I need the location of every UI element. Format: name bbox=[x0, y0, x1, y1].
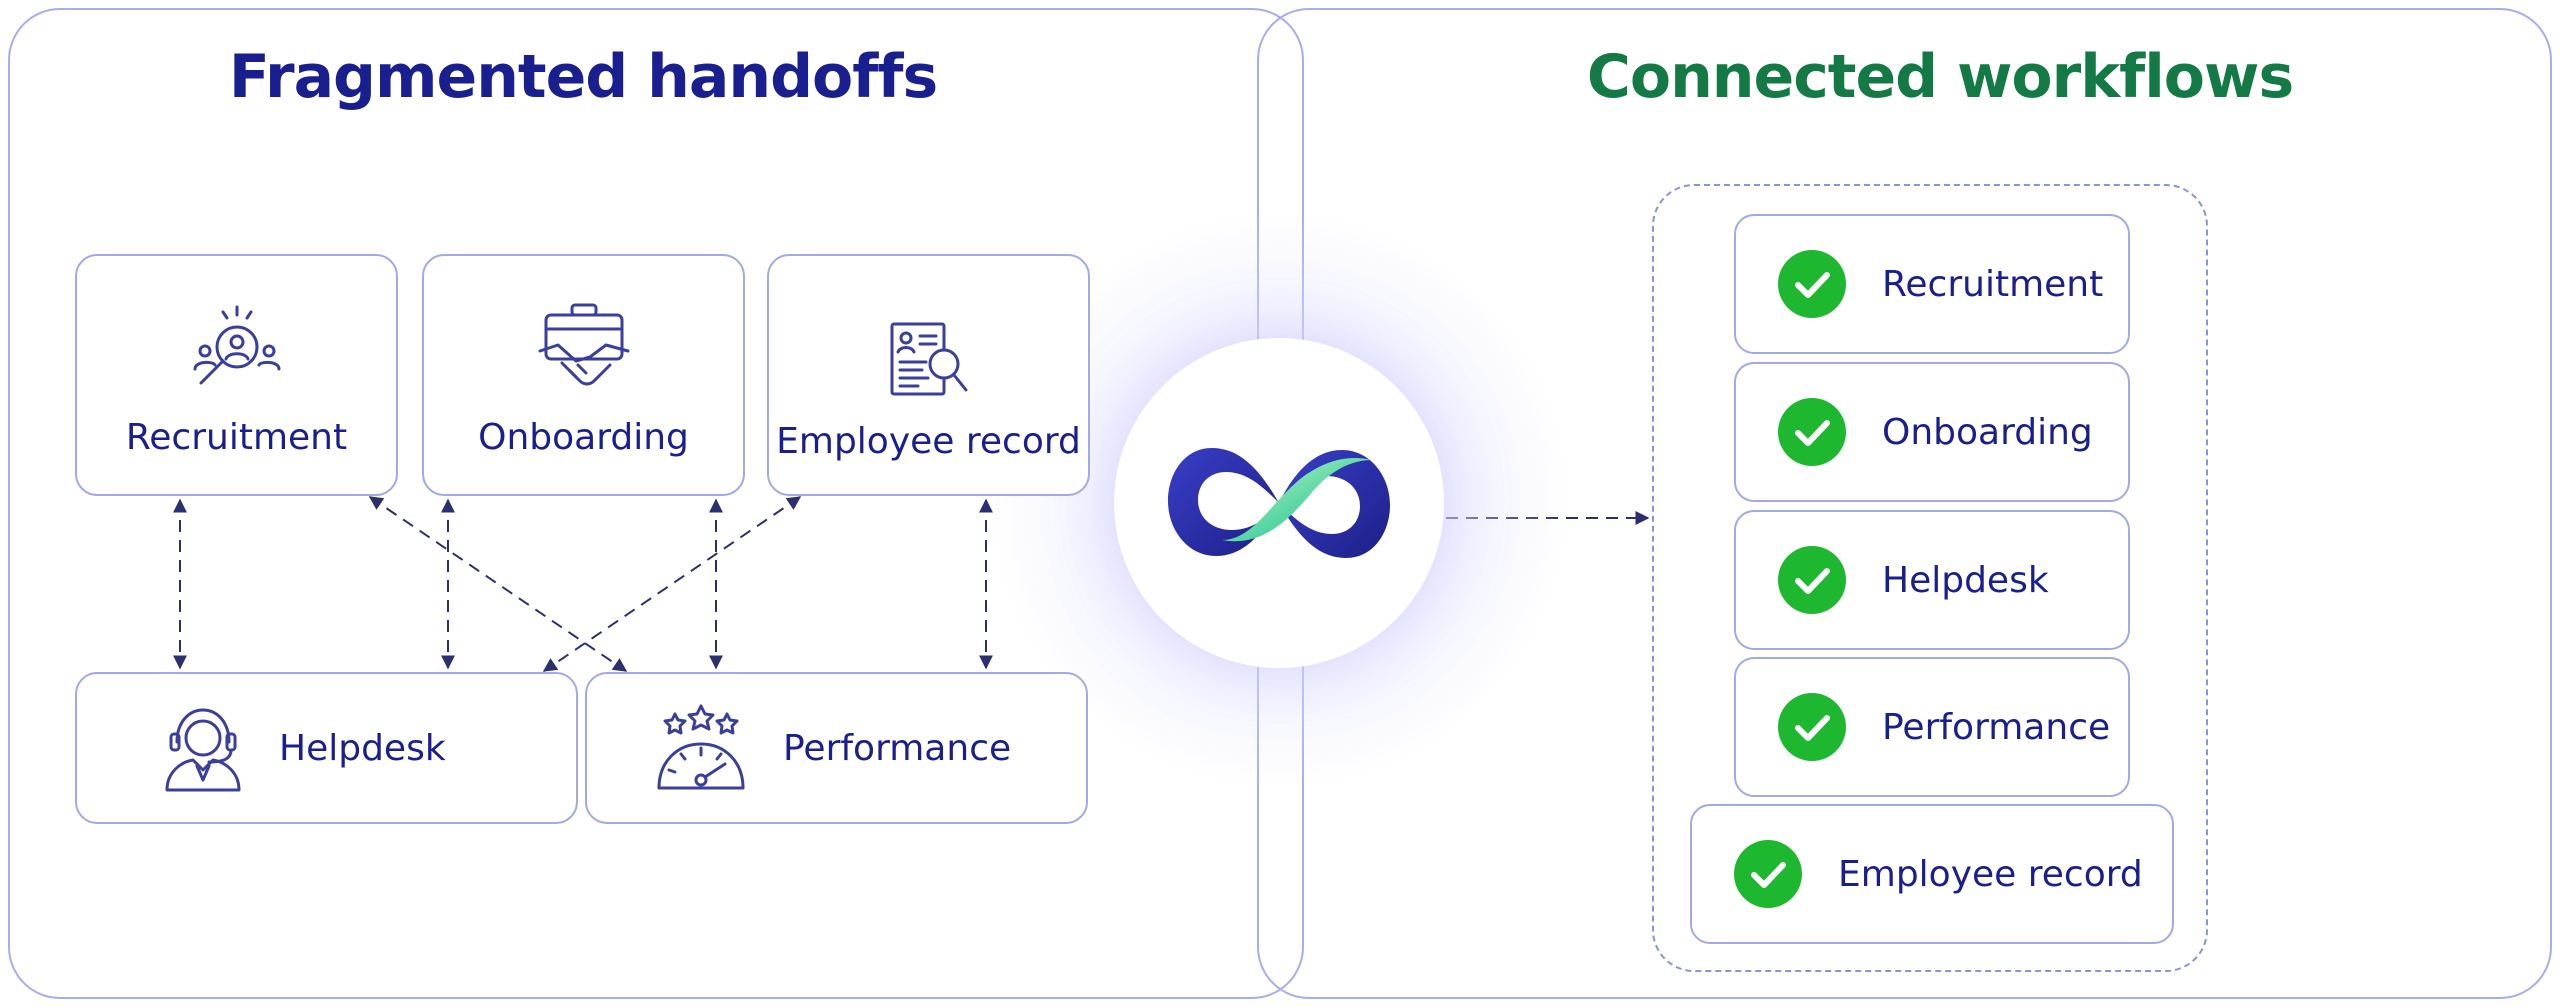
workflow-item: Employee record bbox=[1690, 804, 2174, 944]
link-recruitment-performance bbox=[368, 496, 628, 672]
workflow-item-label: Helpdesk bbox=[1882, 559, 2049, 601]
card-label-employee-record: Employee record bbox=[776, 421, 1081, 462]
card-label-performance: Performance bbox=[783, 727, 1012, 769]
check-circle-icon bbox=[1778, 693, 1846, 761]
connected-title: Connected workflows bbox=[1586, 42, 2294, 112]
workflow-item-label: Recruitment bbox=[1882, 263, 2104, 305]
connected-stack-frame bbox=[1652, 184, 2208, 972]
workflow-item-label: Performance bbox=[1882, 706, 2111, 748]
check-circle-icon bbox=[1778, 250, 1846, 318]
hub-circle bbox=[1114, 338, 1444, 668]
workflow-item-label: Onboarding bbox=[1882, 411, 2093, 453]
link-employee-helpdesk bbox=[542, 496, 802, 672]
card-label-onboarding: Onboarding bbox=[478, 417, 689, 458]
workflow-item: Performance bbox=[1734, 657, 2130, 797]
card-recruitment: Recruitment bbox=[75, 254, 398, 496]
headset-agent-icon bbox=[165, 708, 241, 792]
card-helpdesk: Helpdesk bbox=[75, 672, 578, 824]
card-employee-record: Employee record bbox=[767, 254, 1090, 496]
workflow-item-label: Employee record bbox=[1838, 853, 2143, 895]
briefcase-handshake-icon bbox=[538, 303, 629, 386]
check-circle-icon bbox=[1778, 398, 1846, 466]
search-person-icon bbox=[193, 305, 280, 385]
card-performance: Performance bbox=[585, 672, 1088, 824]
document-search-icon bbox=[890, 322, 967, 396]
workflow-item: Onboarding bbox=[1734, 362, 2130, 502]
card-label-recruitment: Recruitment bbox=[125, 417, 348, 458]
workflow-item: Helpdesk bbox=[1734, 510, 2130, 650]
infinity-logo-icon bbox=[1168, 448, 1390, 558]
check-circle-icon bbox=[1778, 546, 1846, 614]
card-onboarding: Onboarding bbox=[422, 254, 745, 496]
fragmented-title: Fragmented handoffs bbox=[228, 42, 938, 112]
card-label-helpdesk: Helpdesk bbox=[279, 727, 446, 769]
stars-gauge-icon bbox=[657, 704, 745, 790]
check-circle-icon bbox=[1734, 840, 1802, 908]
workflow-item: Recruitment bbox=[1734, 214, 2130, 354]
